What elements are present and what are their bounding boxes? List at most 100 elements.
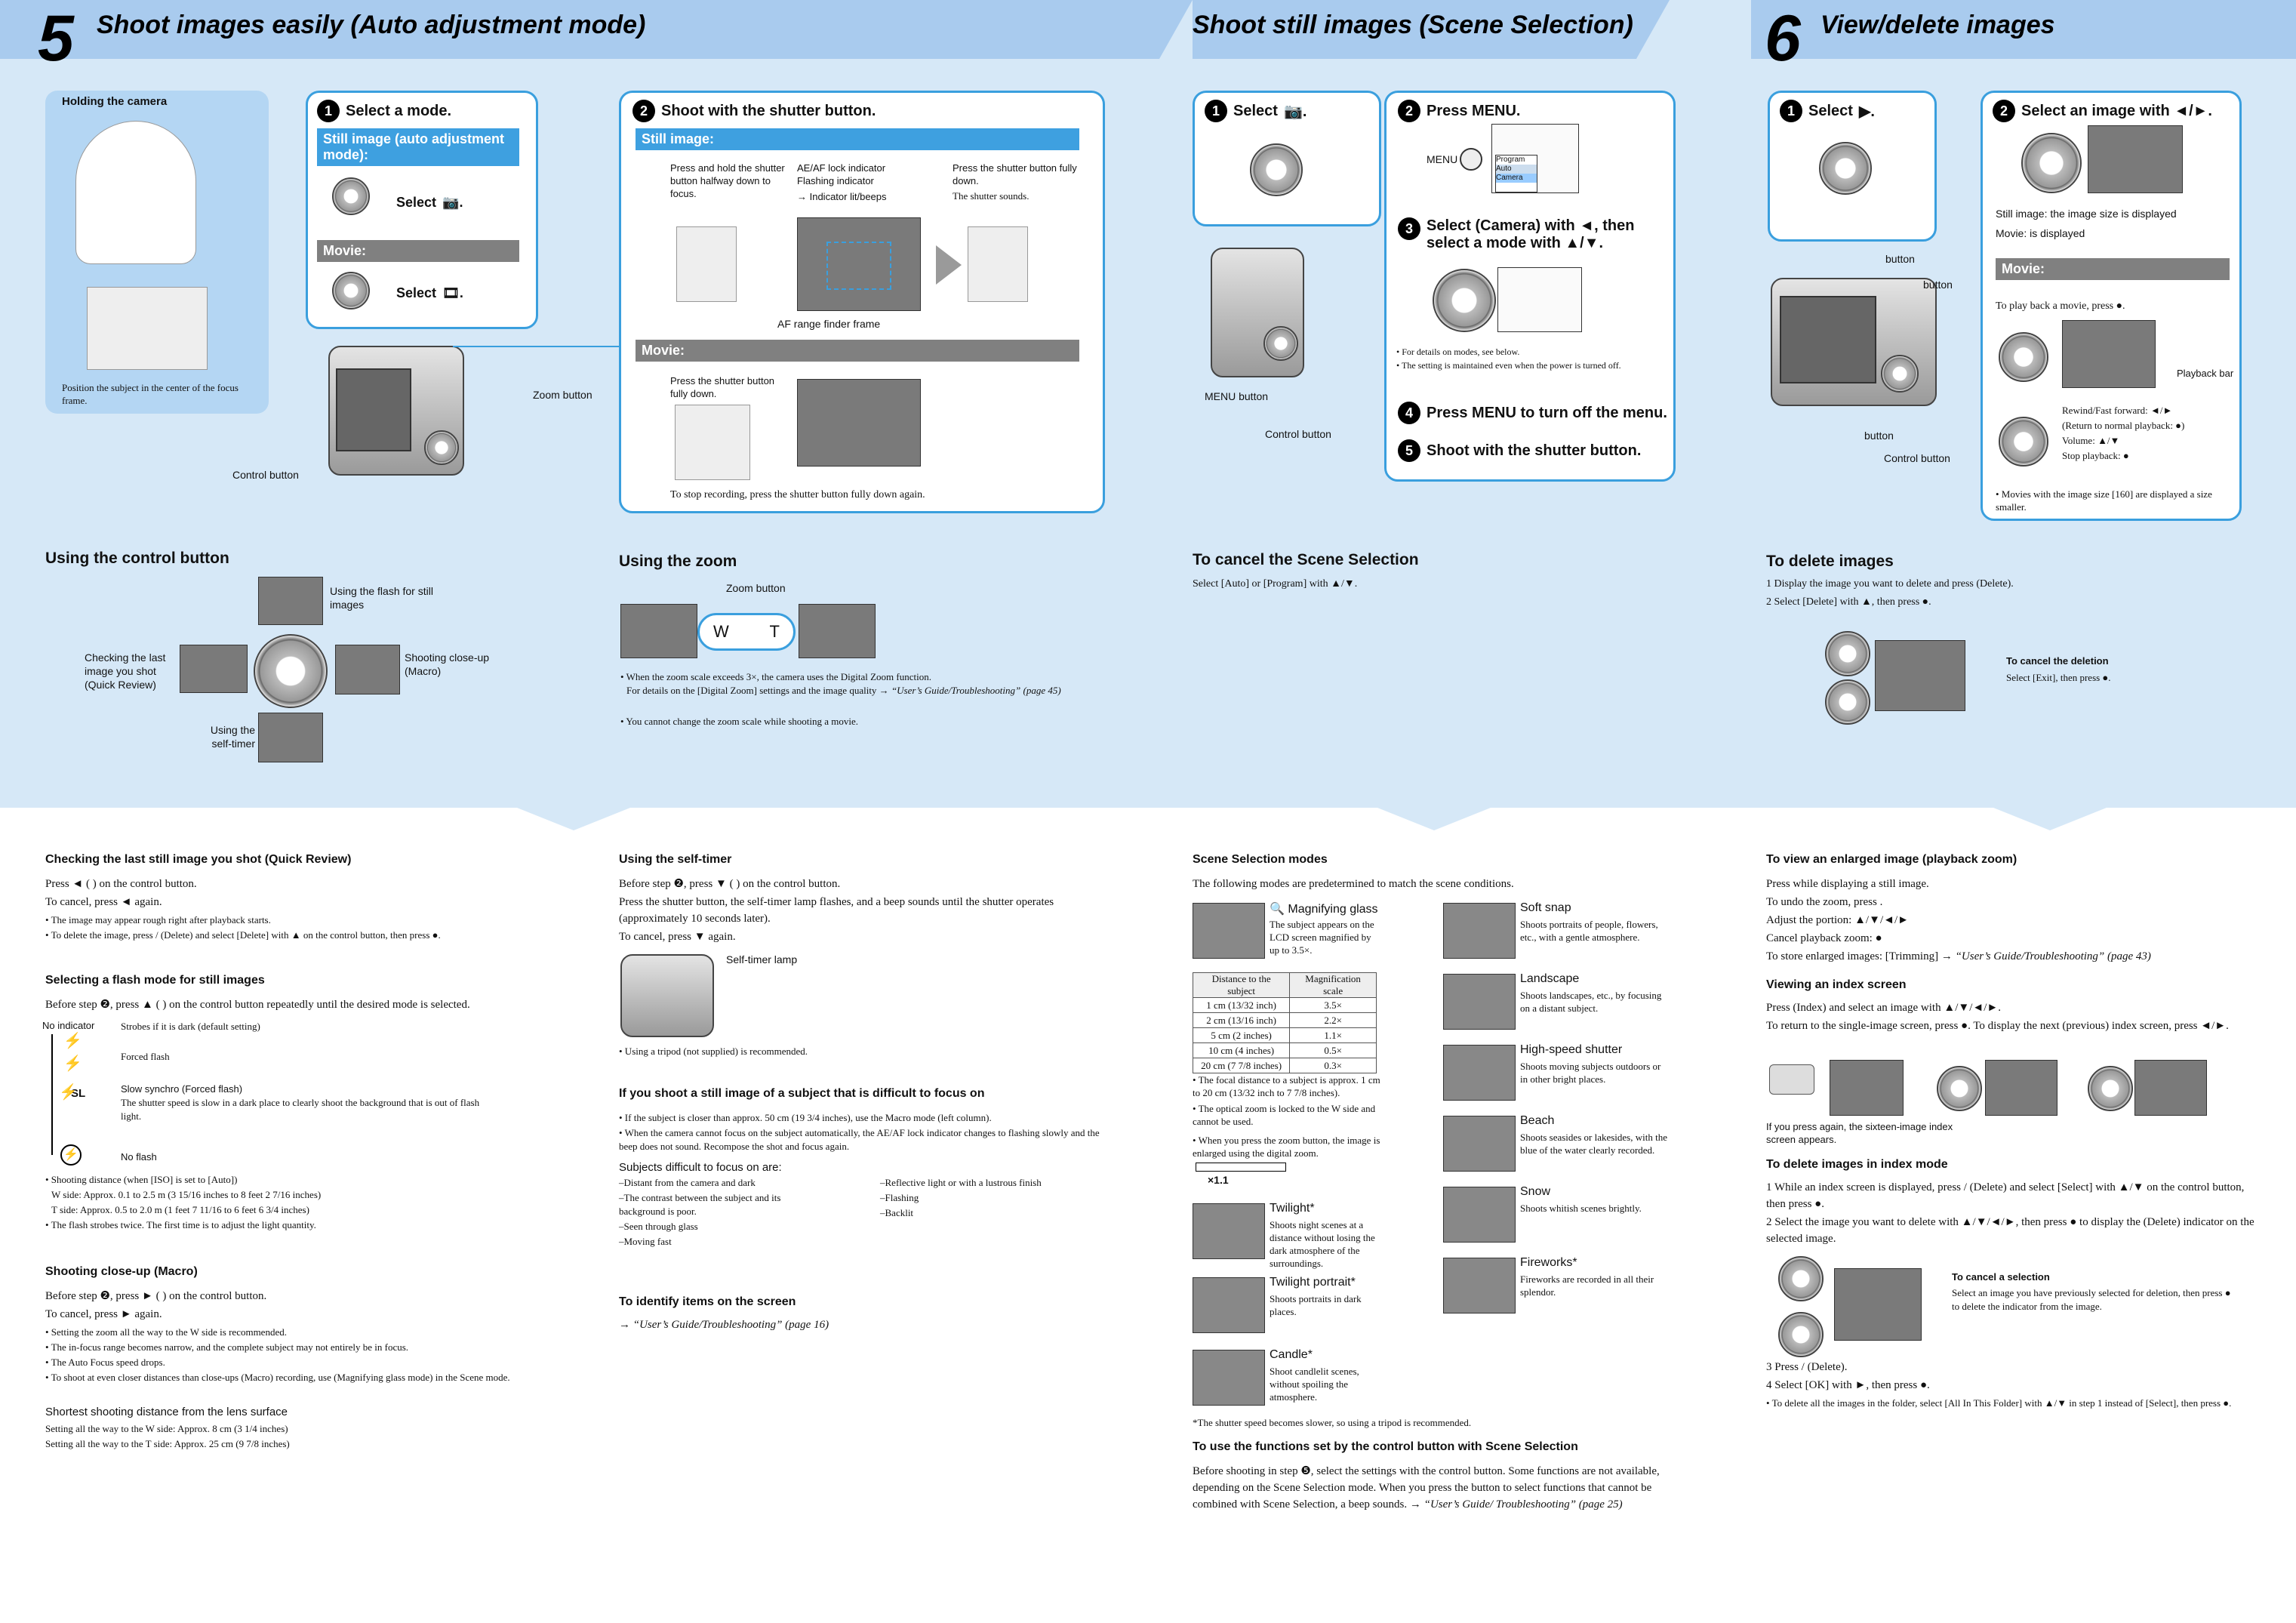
still-size-note: Still image: the image size is displayed (1996, 208, 2177, 220)
snow-desc: Shoots whitish scenes brightly. (1520, 1203, 1642, 1214)
delete-button-label: button (1864, 430, 1894, 442)
zoom-note1b: For details on the [Digital Zoom] settin… (626, 685, 1061, 696)
identify-link[interactable]: → “User’s Guide/Troubleshooting” (page 1… (619, 1319, 829, 1331)
focus-list-l1: –The contrast between the subject and it… (619, 1192, 781, 1217)
twilight-portrait-desc: Shoots portraits in dark places. (1270, 1293, 1362, 1317)
index-line1: Press (Index) and select an image with ▲… (1766, 1002, 2001, 1014)
camera-icon-2: 📷. (1283, 103, 1307, 120)
del-index-3: 3 Press / (Delete). (1766, 1361, 1848, 1373)
timer-title: Using the self-timer (619, 853, 732, 866)
half-press-illustration (676, 226, 737, 302)
holding-title: Holding the camera (62, 95, 168, 108)
flash-label: Using the flash for still images (330, 585, 433, 611)
person-illustration (75, 121, 196, 264)
view-control-button-label: Control button (1884, 452, 1950, 464)
view-camera-pad (1881, 355, 1919, 393)
scene-notes: • For details on modes, see below. (1396, 346, 1520, 357)
mag-note3: • When you press the zoom button, the im… (1193, 1135, 1380, 1159)
control-pad-icon (424, 430, 459, 465)
stop-playback-text: Stop playback: ● (2062, 450, 2129, 461)
playback-pad-2 (1999, 417, 2048, 467)
enlarge-line2: To undo the zoom, press . (1766, 896, 1883, 908)
enlarge-title: To view an enlarged image (playback zoom… (1766, 853, 2017, 866)
view-camera-screen (1780, 296, 1876, 383)
step1-circle: 1 (317, 100, 340, 122)
focus-list-l2: –Seen through glass (619, 1221, 698, 1232)
auto-step1-label: Select a mode. (346, 102, 452, 119)
zoom-scale-bar (1196, 1163, 1286, 1172)
flash-mode-key-2: SL (71, 1087, 86, 1100)
macro-note2: • The in-focus range becomes narrow, and… (45, 1341, 409, 1353)
focus-title: If you shoot a still image of a subject … (619, 1087, 985, 1100)
shutter-sounds-text: The shutter sounds. (953, 190, 1030, 202)
delete-preview (1875, 640, 1965, 711)
auto-still-bar-2: Still image: (636, 128, 1079, 150)
flash-preview (258, 577, 323, 625)
flash-dist1: • Shooting distance (when [ISO] is set t… (45, 1174, 238, 1185)
view-step1-label: Select (1808, 102, 1853, 119)
auto-step2-label: Shoot with the shutter button. (661, 102, 876, 119)
flash-mode-val-0: Strobes if it is dark (default setting) (121, 1021, 260, 1032)
playback-text: To play back a movie, press ●. (1996, 300, 2125, 312)
delete-step2: 2 Select [Delete] with ▲, then press ●. (1766, 596, 1931, 608)
scene-notes2: • The setting is maintained even when th… (1396, 360, 1621, 371)
flash-mode-val-1: Forced flash (121, 1051, 170, 1062)
full-press-illustration (968, 226, 1028, 302)
identify-title: To identify items on the screen (619, 1295, 796, 1308)
menu-item-program[interactable]: Program (1496, 156, 1525, 164)
focus-subtitle: Subjects difficult to focus on are: (619, 1161, 782, 1174)
zoom-note1: • When the zoom scale exceeds 3×, the ca… (620, 671, 931, 682)
self-timer-lamp-label: Self-timer lamp (726, 953, 798, 965)
candle-title: Candle* (1270, 1348, 1313, 1361)
flash-slow-text: The shutter speed is slow in a dark plac… (121, 1097, 480, 1122)
high-speed-desc: Shoots moving subjects outdoors or in ot… (1520, 1061, 1661, 1085)
mag-scale: ×1.1 (1208, 1174, 1229, 1186)
view-step1-circle: 1 (1780, 100, 1802, 122)
dog-preview-image (797, 217, 921, 311)
cancel-selection-title: To cancel a selection (1952, 1271, 2050, 1283)
scene-step2-circle: 2 (1398, 100, 1420, 122)
modes-title: Scene Selection modes (1193, 853, 1328, 866)
zoom-wide-image (620, 604, 697, 658)
del-index-title: To delete images in index mode (1766, 1158, 1948, 1171)
fireworks-title: Fireworks* (1520, 1256, 1577, 1269)
enlarge-line1: Press while displaying a still image. (1766, 878, 1929, 890)
macro-shortest-t: Setting all the way to the T side: Appro… (45, 1438, 290, 1449)
del-index-1: 1 While an index screen is displayed, pr… (1766, 1181, 2245, 1210)
zoom-button-label: Zoom button (533, 389, 592, 401)
macro-title: Shooting close-up (Macro) (45, 1265, 198, 1278)
holding-note: Position the subject in the center of th… (62, 382, 239, 406)
macro-line1: Before step ❷, press ► ( ) on the contro… (45, 1290, 267, 1302)
index-pad-2 (2088, 1066, 2133, 1111)
high-speed-title: High-speed shutter (1520, 1043, 1623, 1056)
delete-step1: 1 Display the image you want to delete a… (1766, 578, 2014, 590)
high-speed-image (1443, 1045, 1516, 1101)
mag-note1: • The focal distance to a subject is app… (1193, 1074, 1380, 1098)
menu-item-auto[interactable]: Auto (1496, 165, 1537, 174)
cancel-deletion-text: Select [Exit], then press ●. (2006, 672, 2111, 683)
twilight-image (1193, 1203, 1265, 1259)
flash-dist4: • The flash strobes twice. The first tim… (45, 1219, 316, 1230)
auto-still-bar: Still image (auto adjustment mode): (317, 128, 519, 166)
scene-menu-screen (1497, 267, 1582, 332)
step2-circle: 2 (632, 100, 655, 122)
section6-number: 6 (1765, 2, 1801, 75)
focus-note2: • When the camera cannot focus on the su… (619, 1127, 1100, 1152)
view-movie-bar: Movie: (1996, 258, 2230, 280)
soft-snap-image (1443, 903, 1516, 959)
macro-note4: • To shoot at even closer distances than… (45, 1372, 510, 1383)
index-button-illustration (1769, 1064, 1814, 1095)
menu-key-icon[interactable] (1460, 148, 1482, 171)
quick-review-title: Checking the last still image you shot (… (45, 853, 352, 866)
timer-camera-illustration (620, 954, 714, 1037)
landscape-title: Landscape (1520, 972, 1580, 985)
modes-intro: The following modes are predetermined to… (1193, 878, 1514, 890)
menu-item-camera[interactable]: Camera (1496, 174, 1537, 183)
cancel-deletion-title: To cancel the deletion (2006, 655, 2109, 667)
movie-press-text: Press the shutter button fully down. (670, 375, 775, 399)
scene-camera-pad (1263, 326, 1298, 361)
del-index-2: 2 Select the image you want to delete wi… (1766, 1216, 2254, 1245)
twilight-portrait-image (1193, 1277, 1265, 1333)
